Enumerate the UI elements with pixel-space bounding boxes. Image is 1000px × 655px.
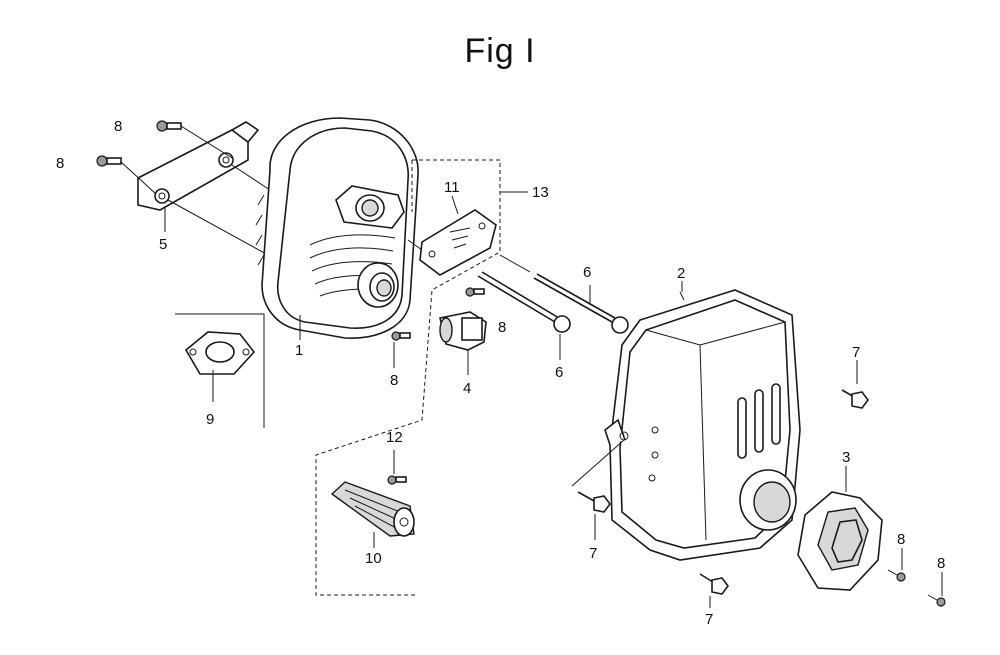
callout-bolt-8-top-left: 8 — [114, 118, 122, 135]
callout-plate-group-13: 13 — [532, 184, 549, 201]
callout-bolt-8-left: 8 — [56, 155, 64, 172]
muffler-protector — [571, 289, 801, 561]
stud-bolt-6-upper — [533, 273, 629, 334]
exhaust-plate — [407, 195, 497, 276]
stud-bolt-6-lower — [477, 271, 571, 360]
callout-screw-8-right-a: 8 — [897, 531, 905, 548]
bolt-7-right-top — [841, 360, 869, 409]
bolt-7-bottom — [699, 573, 729, 608]
bolt-7-left-bottom — [577, 491, 611, 540]
screw-8-mid — [465, 287, 485, 297]
bolt-8-top-left — [156, 120, 233, 159]
callout-clamp-4: 4 — [463, 380, 471, 397]
mounting-bracket — [137, 121, 260, 211]
gasket-box — [175, 313, 265, 428]
bolt-8-left — [96, 155, 157, 195]
callout-plate-11: 11 — [444, 179, 460, 196]
screw-8-left-low — [391, 331, 411, 341]
clamp — [439, 311, 487, 375]
callout-screw-12: 12 — [386, 429, 403, 446]
callout-spark-arrester-10: 10 — [365, 550, 382, 567]
callout-bolt-7-bottom: 7 — [705, 611, 713, 628]
callout-bolt-7-left-bottom: 7 — [589, 545, 597, 562]
callout-bracket-5: 5 — [159, 236, 167, 253]
callout-muffler-1: 1 — [295, 342, 303, 359]
figure-title: Fig I — [464, 32, 536, 70]
plate-group-box — [315, 159, 528, 596]
callout-screw-8-right-b: 8 — [937, 555, 945, 572]
callout-gasket-9: 9 — [206, 411, 214, 428]
callout-bolt-7-right-top: 7 — [852, 344, 860, 361]
callout-stud-6-upper: 6 — [583, 264, 591, 281]
screw-8-right-a — [887, 548, 906, 582]
screw-12 — [387, 450, 407, 485]
muffler-body — [255, 117, 419, 339]
callout-screw-8-mid: 8 — [498, 319, 506, 336]
callout-screw-8-left-low: 8 — [390, 372, 398, 389]
callout-stud-6-lower: 6 — [555, 364, 563, 381]
exhaust-deflector — [797, 466, 883, 591]
spark-arrester — [330, 481, 415, 548]
callout-protector-2: 2 — [677, 265, 685, 282]
callout-deflector-3: 3 — [842, 449, 850, 466]
screw-8-right-b — [927, 572, 946, 607]
